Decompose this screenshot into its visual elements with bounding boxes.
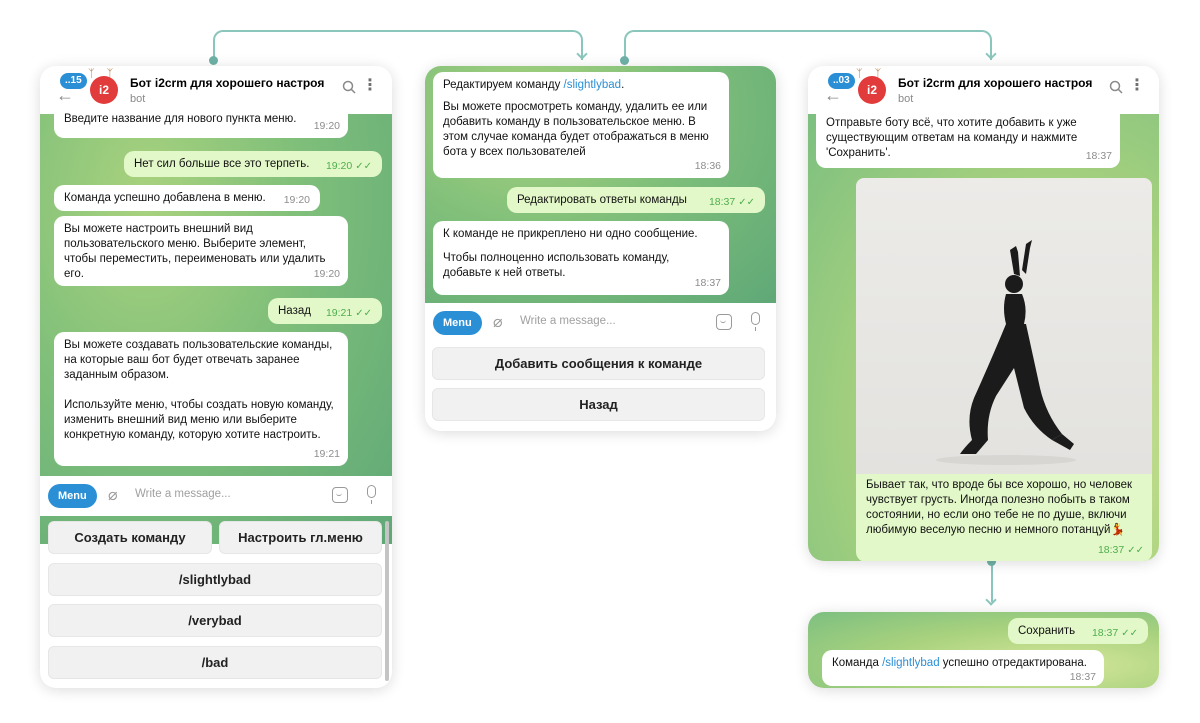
message-time: 19:21 [313, 448, 340, 460]
command-link[interactable]: /slightlybad [882, 657, 940, 669]
message-bubble: Вы можете настроить внешний вид пользова… [54, 216, 348, 286]
chat-subtitle: bot [130, 93, 146, 105]
connector-3-4 [991, 562, 993, 602]
message-bubble-outgoing: Нет сил больше все это терпеть. 19:20✓✓ [124, 151, 382, 177]
keyboard-button-bad[interactable]: /bad [48, 646, 382, 679]
chat-panel-saved: Сохранить 18:37✓✓ Команда /slightlybad у… [808, 612, 1159, 688]
dancer-photo[interactable] [856, 178, 1152, 474]
menu-button[interactable]: Menu [48, 484, 97, 508]
message-bubble-outgoing: Назад 19:21✓✓ [268, 298, 382, 324]
chat-title: Бот i2crm для хорошего настроя [898, 76, 1093, 90]
double-check-icon: ✓✓ [1127, 545, 1144, 556]
keyboard-button-create-command[interactable]: Создать команду [48, 521, 212, 554]
connector-arrow [985, 594, 997, 606]
message-text: Бывает так, что вроде бы все хорошо, но … [866, 479, 1133, 536]
message-time: 18:36 [694, 160, 721, 172]
message-time: 19:20 [313, 120, 340, 132]
message-text: К команде не прикреплено ни одно сообщен… [443, 228, 698, 240]
sticker-icon[interactable] [716, 314, 732, 330]
back-arrow-icon[interactable]: ← [824, 85, 842, 105]
message-bubble: Вы можете создавать пользовательские ком… [54, 332, 348, 466]
message-text: Команда /slightlybad успешно отредактиро… [832, 657, 1087, 669]
message-time: 18:37 [694, 277, 721, 289]
chat-panel-add-answers: ← ..03 ᛉᛉ i2 Бот i2crm для хорошего наст… [808, 66, 1159, 561]
keyboard-button-add-messages[interactable]: Добавить сообщения к команде [432, 347, 765, 380]
menu-button[interactable]: Menu [433, 311, 482, 335]
message-bubble: Команда /slightlybad успешно отредактиро… [822, 650, 1104, 686]
message-time: 19:20 [313, 268, 340, 280]
message-time: 18:37 [1097, 544, 1125, 556]
message-bubble: Команда успешно добавлена в меню. 19:20 [54, 185, 320, 211]
message-text: Редактировать ответы команды [517, 194, 687, 206]
message-text: Вы можете настроить внешний вид пользова… [64, 223, 326, 280]
message-text: Введите название для нового пункта меню. [64, 113, 297, 125]
connector-1-2 [213, 30, 583, 60]
chat-header: ← ..15 ᛉᛉ i2 Бот i2crm для хорошего наст… [40, 66, 392, 114]
command-link[interactable]: /slightlybad [563, 79, 622, 91]
message-text: Команда успешно добавлена в меню. [64, 192, 266, 204]
connector-dot [620, 56, 629, 65]
keyboard-button-configure-menu[interactable]: Настроить гл.меню [219, 521, 382, 554]
message-time: 18:37 [1069, 671, 1096, 683]
more-vertical-icon[interactable]: ⋮ [362, 77, 378, 94]
message-input[interactable]: Write a message... [520, 315, 616, 327]
paperclip-icon[interactable]: ⌀ [493, 314, 503, 331]
sticker-icon[interactable] [332, 487, 348, 503]
message-text: Сохранить [1018, 625, 1076, 637]
unread-badge: ..15 [60, 73, 87, 89]
double-check-icon: ✓✓ [738, 197, 755, 208]
keyboard-button-verybad[interactable]: /verybad [48, 604, 382, 637]
message-bubble-outgoing: Сохранить 18:37✓✓ [1008, 618, 1148, 644]
connector-2-3 [624, 30, 992, 60]
double-check-icon: ✓✓ [355, 161, 372, 172]
more-vertical-icon[interactable]: ⋮ [1129, 77, 1145, 94]
avatar[interactable]: i2 [90, 76, 118, 104]
back-arrow-icon[interactable]: ← [56, 85, 74, 105]
keyboard-button-back[interactable]: Назад [432, 388, 765, 421]
double-check-icon: ✓✓ [355, 308, 372, 319]
message-bubble: Отправьте боту всё, что хотите добавить … [816, 112, 1120, 168]
message-time: 19:20 [325, 160, 353, 172]
chat-title: Бот i2crm для хорошего настроя [130, 76, 325, 90]
message-text-2: Используйте меню, чтобы создать новую ко… [64, 399, 334, 441]
chat-panel-create-command: ← ..15 ᛉᛉ i2 Бот i2crm для хорошего наст… [40, 66, 392, 688]
message-time: 19:21 [325, 307, 353, 319]
message-text: Нет сил больше все это терпеть. [134, 158, 310, 170]
message-bubble: Введите название для нового пункта меню.… [54, 112, 348, 138]
avatar[interactable]: i2 [858, 76, 886, 104]
keyboard-scrollbar[interactable] [385, 521, 389, 681]
chat-subtitle: bot [898, 93, 914, 105]
message-time: 18:37 [1085, 150, 1112, 162]
message-text-2: Вы можете просмотреть команду, удалить е… [443, 101, 709, 158]
dancer-figure [936, 240, 1076, 465]
connector-dot [987, 557, 996, 566]
message-text: Назад [278, 305, 311, 317]
microphone-icon[interactable] [367, 485, 376, 504]
message-time: 19:20 [283, 194, 310, 206]
keyboard-button-slightlybad[interactable]: /slightlybad [48, 563, 382, 596]
message-text: Вы можете создавать пользовательские ком… [64, 339, 333, 381]
double-check-icon: ✓✓ [1121, 628, 1138, 639]
message-time: 18:37 [708, 196, 736, 208]
message-input-bar: Menu ⌀ Write a message... [40, 476, 392, 516]
unread-badge: ..03 [828, 73, 855, 89]
message-bubble: К команде не прикреплено ни одно сообщен… [433, 221, 729, 295]
message-input-bar: Menu ⌀ Write a message... [425, 303, 776, 343]
message-text-2: Чтобы полноценно использовать команду, д… [443, 252, 670, 279]
message-time: 18:37 [1091, 627, 1119, 639]
paperclip-icon[interactable]: ⌀ [108, 487, 118, 504]
message-text: Редактируем команду /slightlybad. [443, 79, 625, 91]
search-icon[interactable] [1109, 80, 1123, 94]
connector-dot [209, 56, 218, 65]
message-text: Отправьте боту всё, что хотите добавить … [826, 117, 1078, 159]
microphone-icon[interactable] [751, 312, 760, 331]
chat-panel-edit-command: Редактируем команду /slightlybad. Вы мож… [425, 66, 776, 431]
message-bubble-outgoing: Редактировать ответы команды 18:37✓✓ [507, 187, 765, 213]
search-icon[interactable] [342, 80, 356, 94]
chat-header: ← ..03 ᛉᛉ i2 Бот i2crm для хорошего наст… [808, 66, 1159, 114]
dancer-emoji: 💃 [1110, 524, 1125, 536]
message-bubble: Редактируем команду /slightlybad. Вы мож… [433, 72, 729, 178]
message-bubble-outgoing: Бывает так, что вроде бы все хорошо, но … [856, 474, 1152, 561]
message-input[interactable]: Write a message... [135, 488, 231, 500]
